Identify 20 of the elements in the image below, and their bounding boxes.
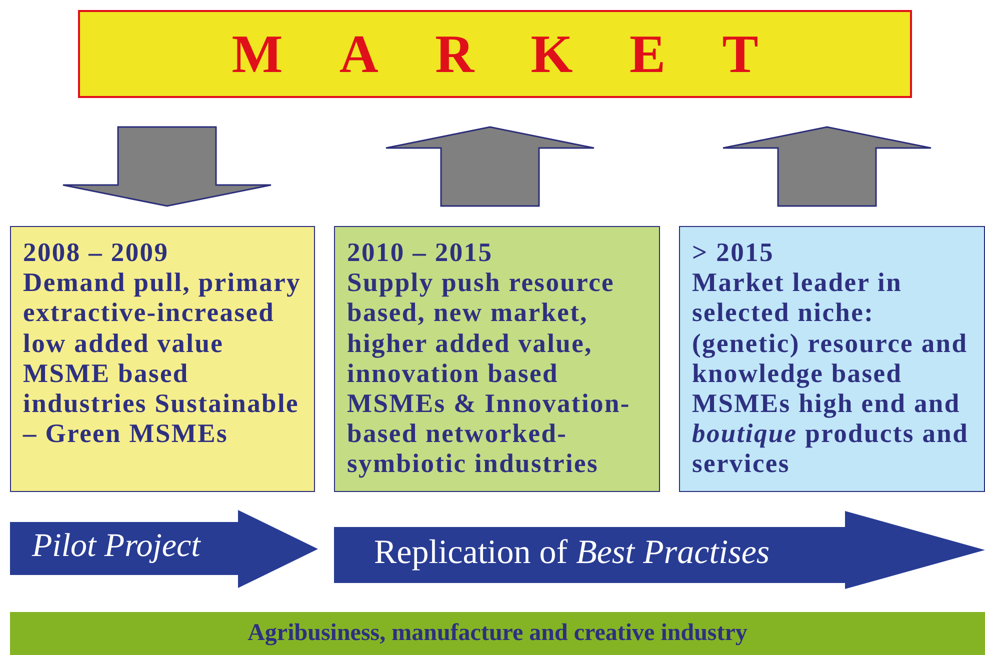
stage-card bbox=[334, 226, 660, 492]
stage-description: Market leader in selected niche: (genetic) resource and knowledge based MSMEs high end and boutique products and services bbox=[692, 267, 970, 479]
sector-label: Agribusiness, manufacture and creative industry bbox=[248, 620, 748, 647]
stage-description: Supply push resource based, new market, higher added value, innovation based MSMEs & Innovation-based networked-symbiotic industries bbox=[347, 267, 632, 479]
heading: MARKET bbox=[232, 23, 815, 85]
block-arrow bbox=[62, 126, 272, 207]
market-banner bbox=[78, 10, 912, 98]
period-heading: 2008 – 2009 bbox=[23, 237, 170, 268]
stage-description: Demand pull, primary extractive-increased low added value MSME based industries Sustainable – Green MSMEs bbox=[23, 267, 302, 448]
block-arrow bbox=[385, 126, 595, 207]
sector-band bbox=[10, 612, 985, 655]
period-heading: > 2015 bbox=[692, 237, 775, 268]
phase-label: Replication of Best Practises bbox=[374, 534, 770, 572]
pointed-banner bbox=[10, 510, 318, 588]
pointed-banner bbox=[334, 511, 985, 589]
block-arrow bbox=[722, 126, 932, 207]
stage-card bbox=[679, 226, 985, 492]
stage-card bbox=[10, 226, 315, 492]
period-heading: 2010 – 2015 bbox=[347, 237, 494, 268]
phase-label: Pilot Project bbox=[32, 528, 200, 566]
